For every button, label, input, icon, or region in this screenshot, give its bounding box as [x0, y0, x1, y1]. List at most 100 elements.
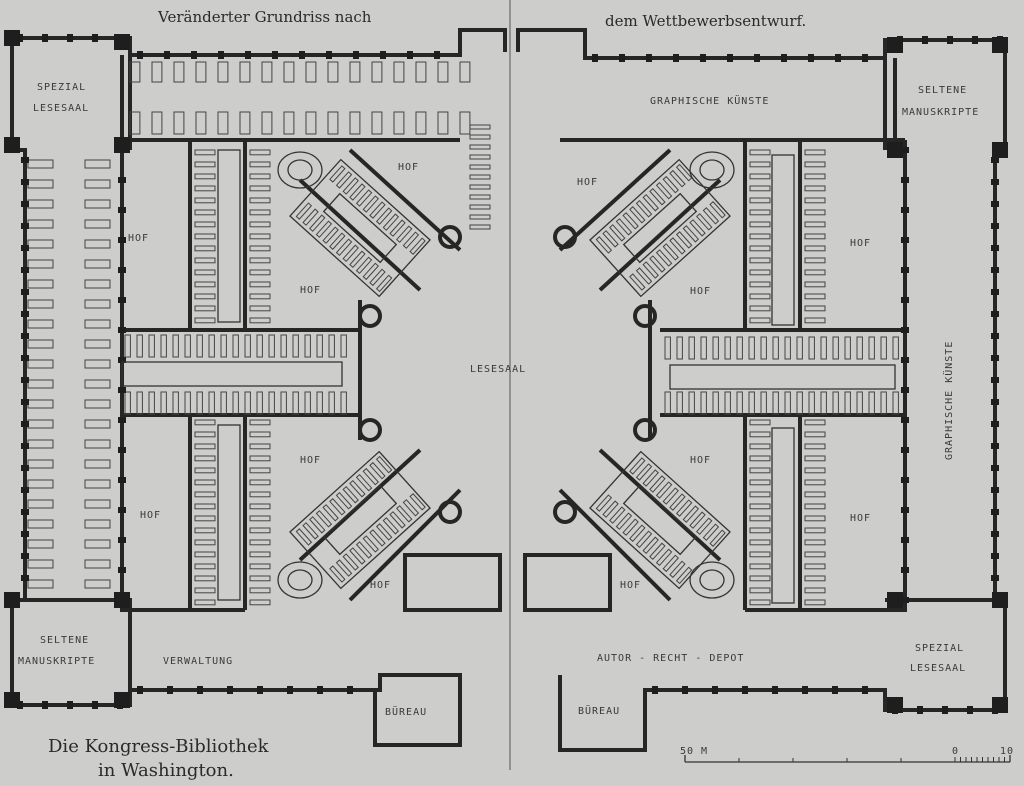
stack-shelf [280, 334, 287, 358]
room-autor-recht-depot: AUTOR - RECHT - DEPOT [597, 653, 744, 664]
stack-shelf [27, 179, 54, 189]
stack-shelf [469, 124, 491, 130]
stack-shelf [194, 455, 216, 462]
stack-shelf [804, 419, 826, 426]
stack-shelf [249, 185, 271, 192]
stack-shelf [804, 149, 826, 156]
stack-shelf [249, 455, 271, 462]
corner-pavilion [992, 697, 1008, 713]
stack-shelf [129, 61, 141, 83]
stack-shelf [328, 391, 335, 415]
stack-shelf [749, 317, 771, 324]
stack-shelf [84, 159, 111, 169]
stack-shelf [736, 336, 743, 360]
stack-shelf [749, 209, 771, 216]
stack-shelf [194, 503, 216, 510]
room-bureau-right: BÜREAU [578, 704, 620, 717]
stack-shelf [749, 305, 771, 312]
stack-shelf [804, 257, 826, 264]
stack-shelf [856, 391, 863, 415]
stack-shelf [84, 359, 111, 369]
stack-shelf [844, 391, 851, 415]
stack-shelf [804, 317, 826, 324]
stack-shelf [393, 111, 405, 135]
stack-shelf [27, 519, 54, 529]
stack-shelf [249, 197, 271, 204]
stack-shelf [328, 334, 335, 358]
room-spezial-lesesaal-nw-2: LESESAAL [33, 103, 89, 114]
stack-shelf [194, 233, 216, 240]
stack-shelf [688, 391, 695, 415]
scale-label-10: 10 [1000, 746, 1014, 757]
stack-shelf [194, 197, 216, 204]
stack-shelf [371, 61, 383, 83]
stack-shelf [415, 61, 427, 83]
stack-shelf [268, 334, 275, 358]
stack-shelf [194, 443, 216, 450]
stack-shelf [760, 336, 767, 360]
stack-shelf [249, 173, 271, 180]
stack-shelf [84, 339, 111, 349]
stack-shelf [84, 219, 111, 229]
stack-shelf [268, 391, 275, 415]
stack-shelf [832, 391, 839, 415]
stack-shelf [349, 111, 361, 135]
stack-shelf [172, 334, 179, 358]
stack-shelf [804, 305, 826, 312]
stack-shelf [892, 336, 899, 360]
corner-pavilion [992, 592, 1008, 608]
stack-shelf [804, 455, 826, 462]
stack-shelf [749, 431, 771, 438]
stack-shelf [194, 587, 216, 594]
stack-shelf [469, 184, 491, 190]
wall-piers [4, 30, 1008, 714]
stack-shelf [868, 336, 875, 360]
stack-shelf [84, 559, 111, 569]
stack-shelf [249, 467, 271, 474]
stack-shelf [160, 334, 167, 358]
stack-shelf [249, 503, 271, 510]
stack-shelf [196, 391, 203, 415]
stack-shelf [676, 336, 683, 360]
scale-label-0: 0 [952, 746, 959, 757]
stack-shelf [194, 527, 216, 534]
stack-shelf [194, 149, 216, 156]
stack-shelf [305, 111, 317, 135]
stack-shelf [804, 599, 826, 606]
stack-shelf [749, 149, 771, 156]
stack-shelf [749, 293, 771, 300]
room-graphische-kuenste-e: GRAPHISCHE KÜNSTE [942, 341, 955, 460]
stack-shelf [27, 299, 54, 309]
stack-shelf [84, 379, 111, 389]
room-graphische-kuenste-n: GRAPHISCHE KÜNSTE [650, 94, 769, 107]
stack-shelf [469, 154, 491, 160]
stack-shelf [712, 336, 719, 360]
stack-shelf [820, 336, 827, 360]
stack-shelf [249, 563, 271, 570]
stack-shelf [148, 334, 155, 358]
room-hof: HOF [370, 580, 391, 591]
stack-shelf [316, 391, 323, 415]
stack-shelf [804, 563, 826, 570]
stack-shelf [796, 336, 803, 360]
stack-shelf [136, 334, 143, 358]
stack-shelf [804, 431, 826, 438]
corner-pavilion [114, 34, 130, 50]
stack-shelf [194, 599, 216, 606]
stack-shelf [804, 209, 826, 216]
stack-shelf [194, 491, 216, 498]
stack-shelf [437, 111, 449, 135]
stack-shelf [804, 587, 826, 594]
stack-shelf [804, 269, 826, 276]
stack-shelf [27, 319, 54, 329]
stack-shelf [820, 391, 827, 415]
stack-shelf [249, 161, 271, 168]
stack-shelf [84, 259, 111, 269]
stack-shelf [249, 281, 271, 288]
stack-shelf [249, 257, 271, 264]
stack-shelf [194, 467, 216, 474]
stack-shelf [469, 134, 491, 140]
stack-shelf [151, 111, 163, 135]
stack-shelf [27, 479, 54, 489]
stack-shelf [27, 539, 54, 549]
